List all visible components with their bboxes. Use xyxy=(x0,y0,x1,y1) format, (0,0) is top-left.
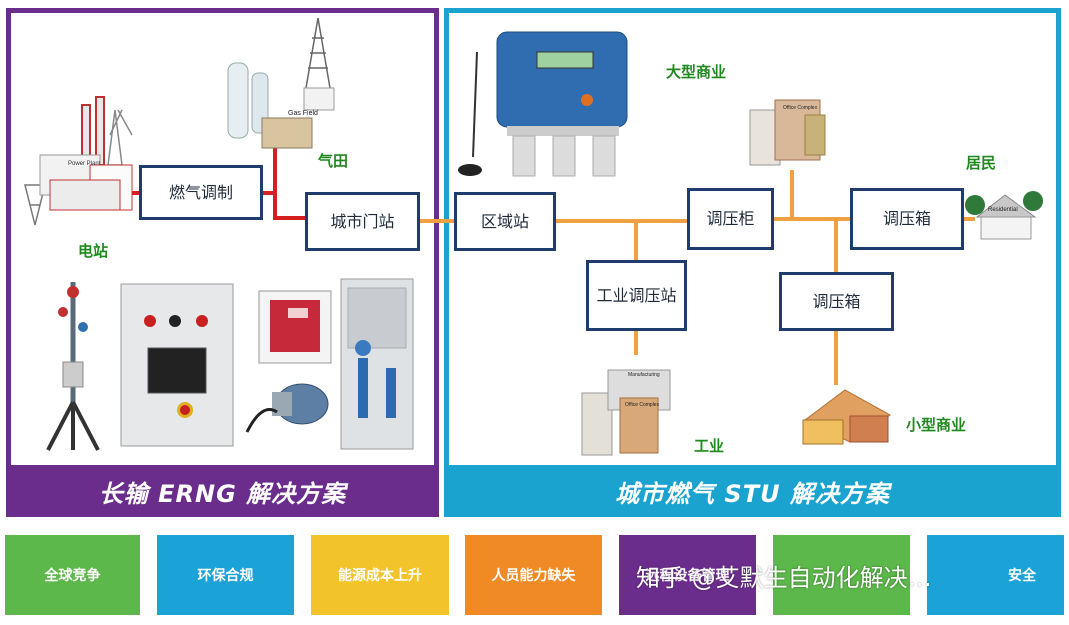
factory-office-text: Office Complex xyxy=(625,402,660,408)
factory-image: Manufacturing Office Complex xyxy=(581,369,671,456)
node-city-gate: 城市门站 xyxy=(305,192,420,251)
label-large-commercial: 大型商业 xyxy=(666,63,727,81)
factory-text: Manufacturing xyxy=(628,372,660,378)
tile-environmental-compliance: 环保合规 xyxy=(157,535,294,615)
erng-panel-title: 长输 ERNG 解决方案 xyxy=(6,465,439,517)
tile-safety: 安全 xyxy=(927,535,1064,615)
tile-green xyxy=(773,535,910,615)
sampling-probe-image xyxy=(46,282,100,451)
node-regulator-cabinet: 调压柜 xyxy=(687,188,774,250)
power-plant-text: Power Plant xyxy=(68,161,101,167)
label-power-station: 电站 xyxy=(78,242,109,260)
stu-panel-title: 城市燃气 STU 解决方案 xyxy=(444,465,1061,517)
node-industrial-station: 工业调压站 xyxy=(586,260,687,331)
flow-meter-image xyxy=(245,383,329,433)
small-commercial-image xyxy=(802,389,891,445)
node-regional-station: 区域站 xyxy=(454,192,556,251)
control-cabinet-image xyxy=(120,283,234,447)
tile-remote-management: 远程设备管理 xyxy=(619,535,756,615)
red-pipe-gasfield xyxy=(273,140,306,220)
node-regulator-box-2: 调压箱 xyxy=(779,272,894,331)
label-residential: 居民 xyxy=(966,154,997,172)
power-plant-image: Power Plant xyxy=(24,96,133,226)
label-small-commercial: 小型商业 xyxy=(906,416,967,434)
gas-field-text: Gas Field xyxy=(288,110,318,117)
label-gas-field: 气田 xyxy=(318,152,349,170)
stu-device-image xyxy=(458,31,628,177)
office-building-image: Office Complex xyxy=(749,99,826,166)
erng-panel: 长输 ERNG 解决方案 xyxy=(6,8,439,517)
residential-text: Residential xyxy=(988,207,1018,213)
label-industry: 工业 xyxy=(694,437,725,455)
stu-panel: 城市燃气 STU 解决方案 xyxy=(444,8,1061,517)
sample-system-image xyxy=(340,278,414,450)
analyzer-panel-image xyxy=(258,290,332,364)
node-gas-conditioning: 燃气调制 xyxy=(139,165,263,220)
node-regulator-box-1: 调压箱 xyxy=(850,188,964,250)
watermark: 知乎 @艾默生自动化解决… xyxy=(636,564,932,592)
tile-skill-shortage: 人员能力缺失 xyxy=(465,535,602,615)
tile-global-competition: 全球竞争 xyxy=(5,535,140,615)
gas-field-image: Gas Field xyxy=(227,18,335,149)
office-text-1: Office Complex xyxy=(783,105,818,111)
residential-house-image: Residential xyxy=(965,191,1043,240)
tile-rising-energy-cost: 能源成本上升 xyxy=(311,535,449,615)
